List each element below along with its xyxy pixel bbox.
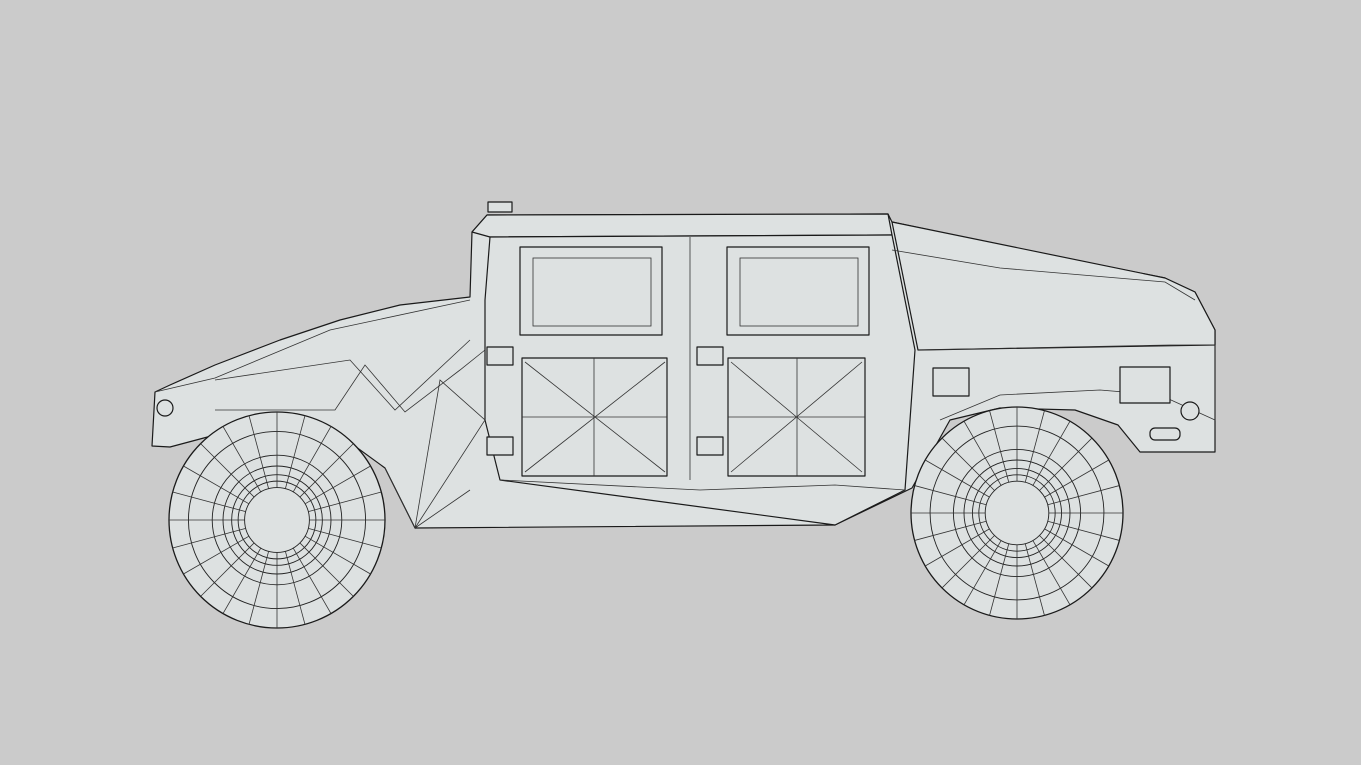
front-window (532, 257, 652, 327)
wheel-spoke-edge (989, 410, 1010, 483)
wheel-spoke-edge (304, 535, 371, 575)
wheel-spoke-edge (925, 528, 990, 567)
roof-beacon (487, 201, 513, 213)
wheel-spoke-edge (248, 415, 270, 489)
front-window-frame (519, 246, 663, 336)
rear-window-frame (726, 246, 870, 336)
wheel-spoke-edge (914, 520, 987, 541)
wheel-spoke-edge (1039, 437, 1093, 491)
wheel-spoke-edge (1047, 485, 1120, 506)
rear-door-hinge-top (696, 346, 724, 366)
fender-line (215, 349, 486, 413)
rear-window (739, 257, 859, 327)
rear-light-icon (1180, 401, 1200, 421)
wheel-spoke-edge (1024, 410, 1045, 483)
wheel-spoke-edge (292, 426, 332, 493)
wheel-spoke-edge (1044, 459, 1109, 498)
roof-panel (471, 213, 893, 238)
wheel-spoke-edge (308, 527, 382, 549)
wheel-spoke-edge (284, 551, 306, 625)
tail-light-housing (1119, 366, 1171, 404)
wheel-spoke-edge (963, 540, 1002, 605)
side-marker-light (932, 367, 970, 397)
wheel-spoke-edge (941, 535, 995, 589)
wheel-spoke-edge (1024, 543, 1045, 616)
hood-edge (154, 299, 471, 393)
rear-reflector (1149, 427, 1181, 441)
wheel-spoke-edge (200, 443, 255, 498)
wheel-spoke-edge (299, 542, 354, 597)
wheel-spoke-edge (284, 415, 306, 489)
front-fender-tri (384, 379, 486, 530)
wheel-spoke-edge (308, 491, 382, 513)
rear-door-panel (727, 357, 866, 477)
wheel-spoke-edge (1032, 540, 1071, 605)
wheel-spoke-edge (183, 535, 250, 575)
rocker-line (499, 479, 906, 491)
headlight-icon (156, 399, 174, 417)
wheels (168, 406, 1124, 629)
wheel-spoke-edge (299, 443, 354, 498)
wheel-spoke-edge (172, 491, 246, 513)
wheel-spoke-edge (248, 551, 270, 625)
vehicle-body (151, 201, 1216, 530)
wheel-spoke-edge (1047, 520, 1120, 541)
rear-door-hinge-bottom (696, 436, 724, 456)
wheel-spoke-edge (222, 547, 262, 614)
hood-line (214, 339, 471, 411)
front-door-hinge-top (486, 346, 514, 366)
wheel-spoke-edge (914, 485, 987, 506)
wheel-spoke-edge (963, 421, 1002, 486)
wheel-spoke-edge (172, 527, 246, 549)
wheel-spoke-edge (1044, 528, 1109, 567)
front-door-panel (521, 357, 668, 477)
wheel-spoke-edge (925, 459, 990, 498)
front-door-hinge-bottom (486, 436, 514, 456)
wheel-spoke-edge (200, 542, 255, 597)
wheel-spoke-edge (222, 426, 262, 493)
wheel-spoke-edge (989, 543, 1010, 616)
front-wheel (168, 411, 386, 629)
rear-wheel (910, 406, 1124, 620)
wheel-spoke-edge (304, 465, 371, 505)
wheel-spoke-edge (1032, 421, 1071, 486)
wheel-spoke-edge (941, 437, 995, 491)
cargo-edge (891, 249, 1196, 301)
wheel-spoke-edge (183, 465, 250, 505)
wheel-spoke-edge (1039, 535, 1093, 589)
wheel-spoke-edge (292, 547, 332, 614)
